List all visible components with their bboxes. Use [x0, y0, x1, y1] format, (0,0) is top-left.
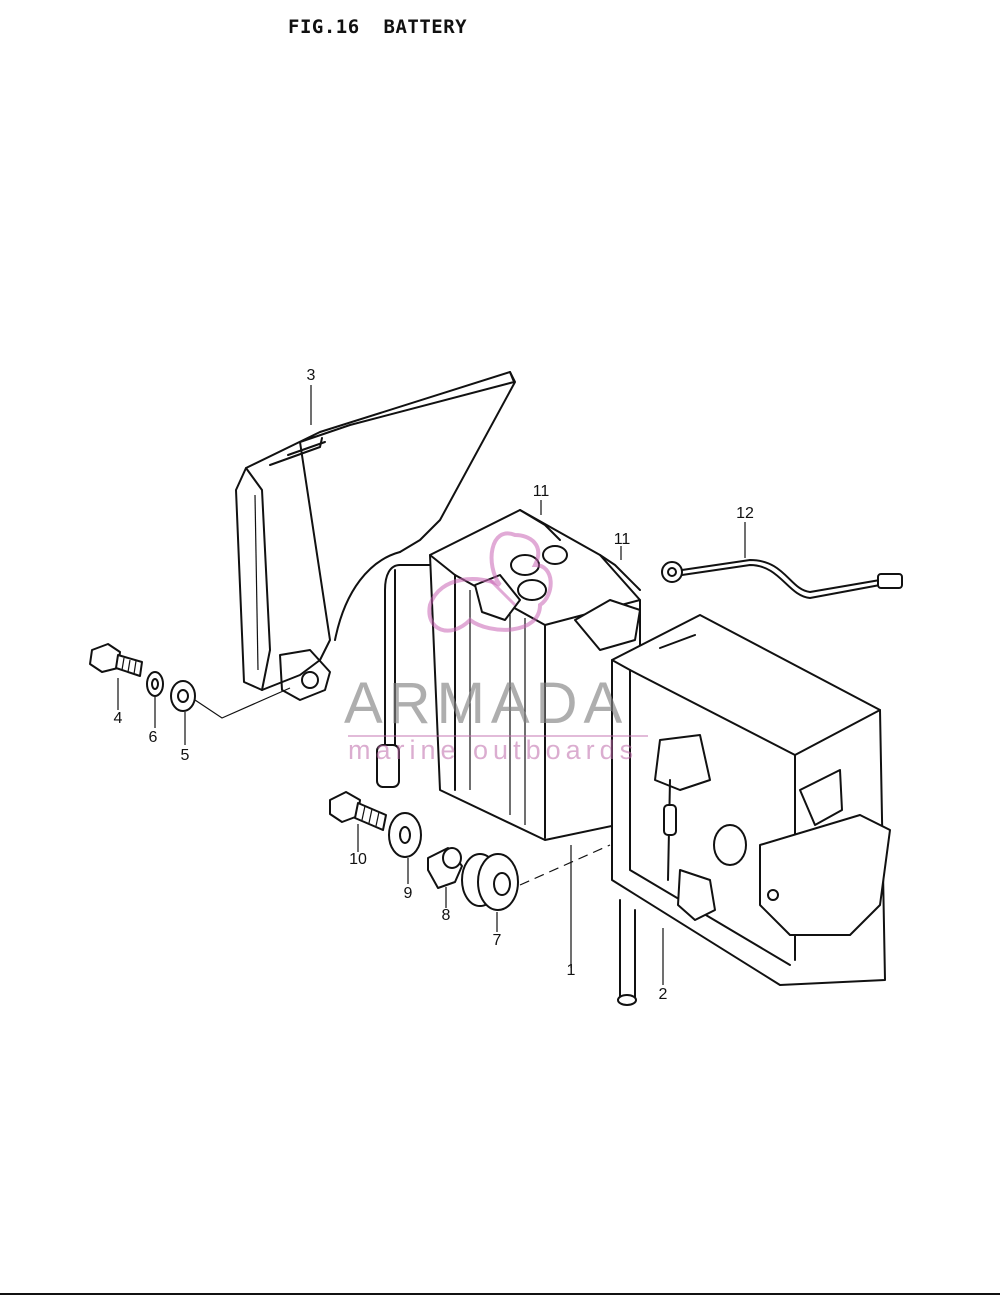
callout-8: 8 [441, 907, 451, 924]
leader-lines [117, 385, 746, 985]
grommet-part-7 [461, 844, 611, 911]
battery-cover-part-3 [235, 371, 516, 701]
bolt-part-10 [329, 791, 387, 831]
figure-title: FIG.16 BATTERY [288, 16, 468, 38]
callout-12: 12 [736, 505, 754, 522]
callout-11-right: 11 [613, 531, 631, 548]
callout-5: 5 [180, 747, 190, 764]
callout-10: 10 [349, 851, 367, 868]
bolt-part-4 [89, 643, 143, 677]
callout-7: 7 [492, 932, 502, 949]
callout-2: 2 [658, 986, 668, 1003]
callout-6: 6 [148, 729, 158, 746]
callout-1: 1 [566, 962, 576, 979]
callout-11-left: 11 [532, 483, 550, 500]
washer-part-5 [170, 680, 291, 719]
callout-4: 4 [113, 710, 123, 727]
vent-tube [376, 564, 431, 788]
battery-box-part-2 [611, 614, 891, 1006]
battery-part-1 [429, 509, 641, 841]
lock-washer-part-6 [146, 671, 164, 697]
lead-wire-part-12 [661, 559, 903, 599]
callout-3: 3 [306, 367, 316, 384]
washer-part-9 [388, 812, 422, 858]
callout-9: 9 [403, 885, 413, 902]
collar-part-8 [427, 847, 463, 889]
